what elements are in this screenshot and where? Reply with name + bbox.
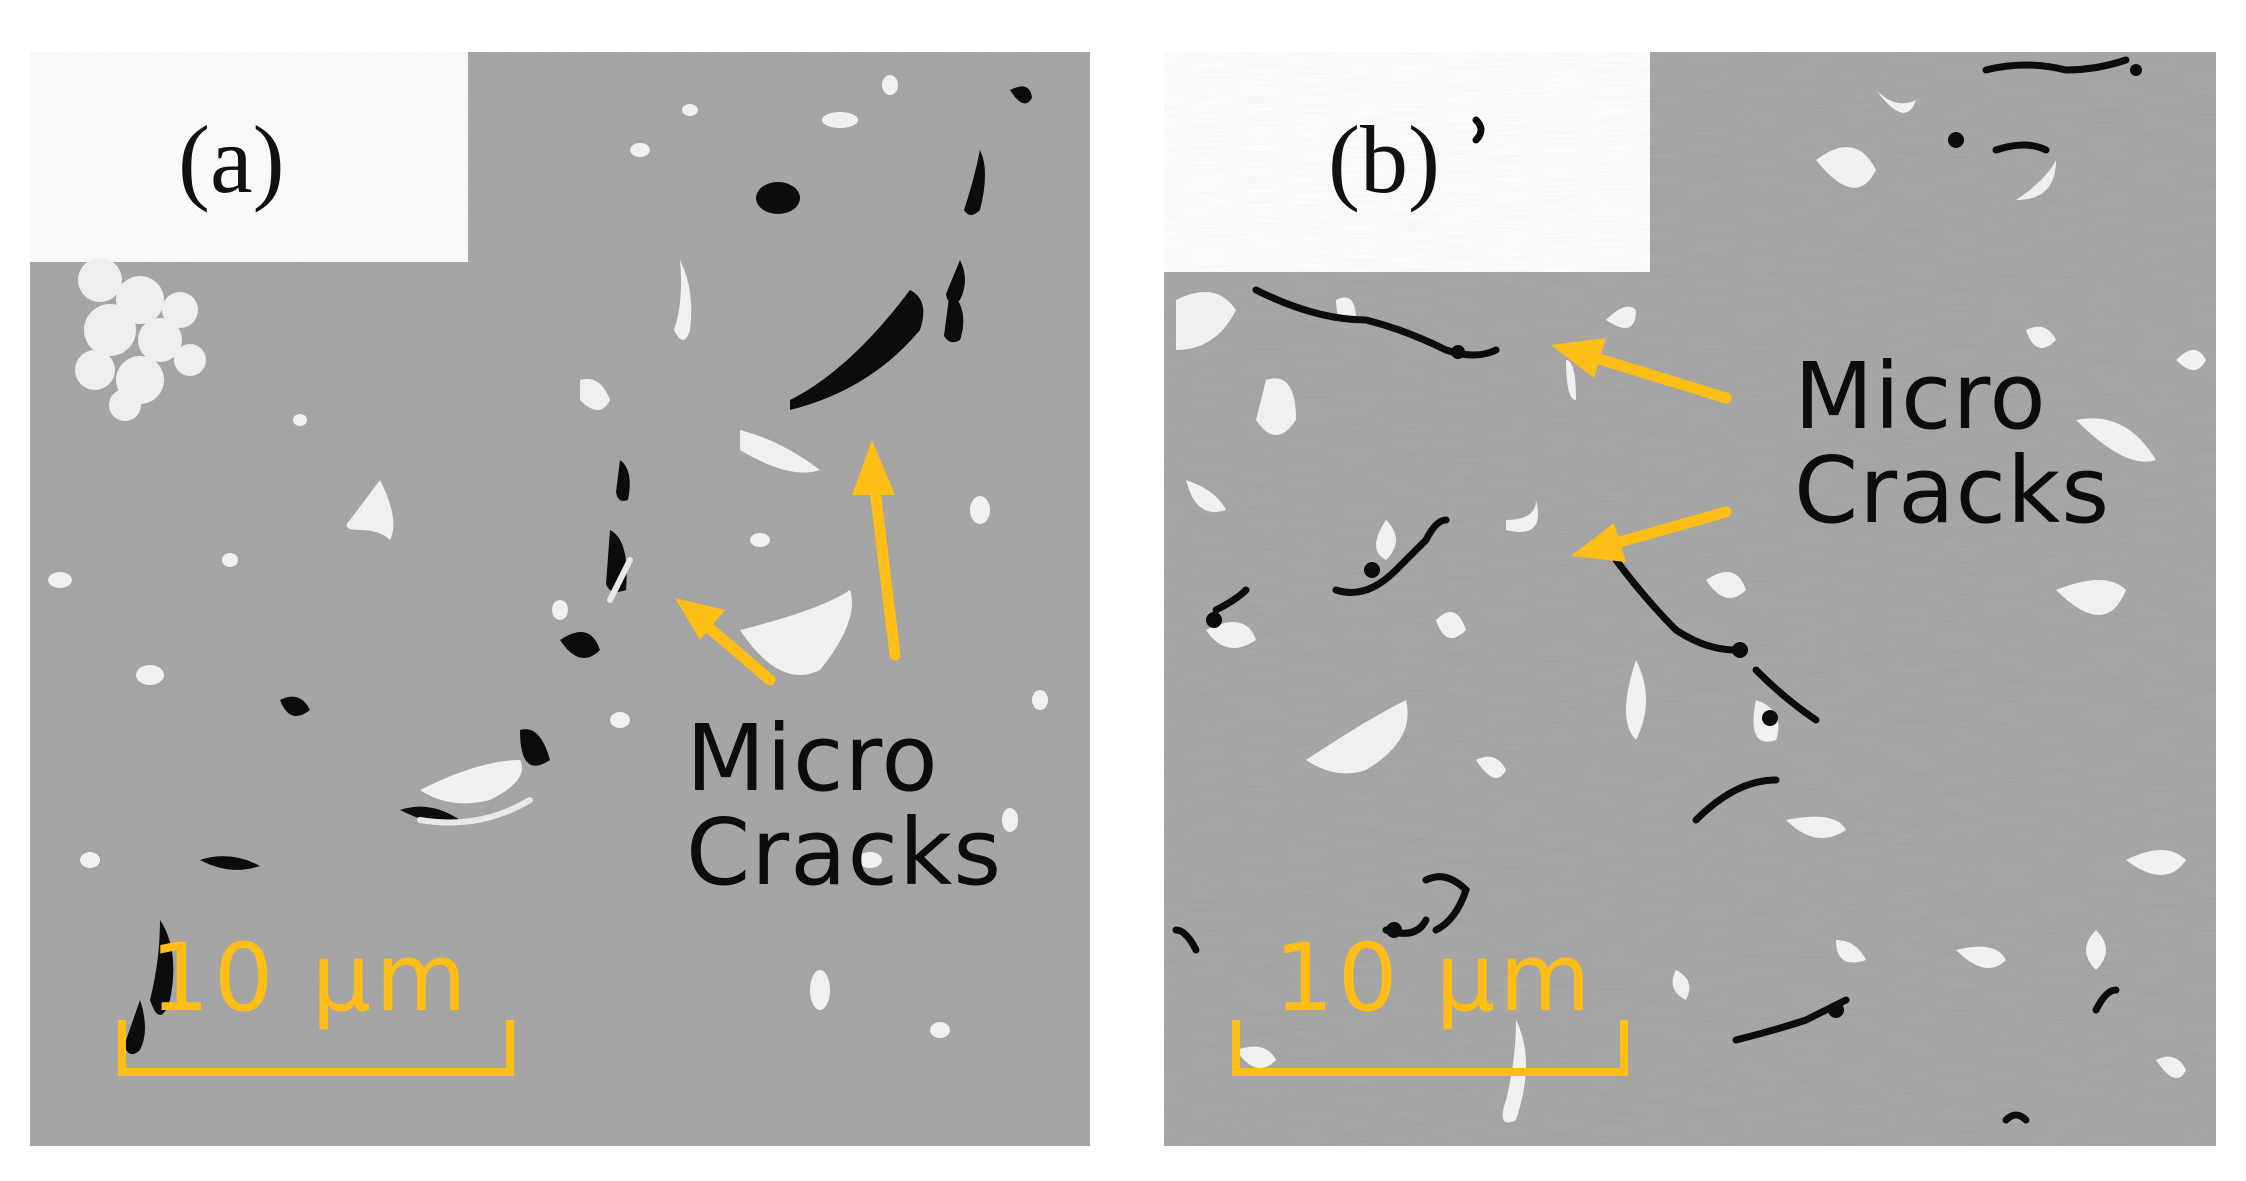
micrograph-panel-a: (a) Micro Cracks 10 μm bbox=[0, 0, 1110, 1181]
crack-arrows-a bbox=[675, 440, 901, 686]
micrograph-a-image bbox=[30, 52, 1090, 1146]
crack-annotation-a: Micro Cracks bbox=[686, 712, 1002, 900]
crack-annotation-b-line1: Micro bbox=[1794, 343, 2047, 450]
micrograph-panel-b: (b) Micro Cracks 10 μm bbox=[1136, 0, 2246, 1181]
panel-label-a: (a) bbox=[178, 106, 285, 213]
scale-bar-label-b: 10 μm bbox=[1274, 924, 1595, 1033]
scale-bar-label-a: 10 μm bbox=[150, 924, 471, 1033]
panel-label-b: (b) bbox=[1328, 106, 1440, 213]
crack-annotation-b: Micro Cracks bbox=[1794, 350, 2110, 538]
crack-annotation-b-line2: Cracks bbox=[1794, 436, 2111, 544]
crack-arrows-b bbox=[1551, 338, 1732, 562]
crack-annotation-a-line1: Micro bbox=[686, 705, 939, 812]
micrograph-b-image bbox=[1164, 52, 2216, 1146]
crack-annotation-a-line2: Cracks bbox=[686, 798, 1003, 906]
scale-bar-b bbox=[1232, 1020, 1628, 1076]
scale-bar-a bbox=[118, 1020, 514, 1076]
